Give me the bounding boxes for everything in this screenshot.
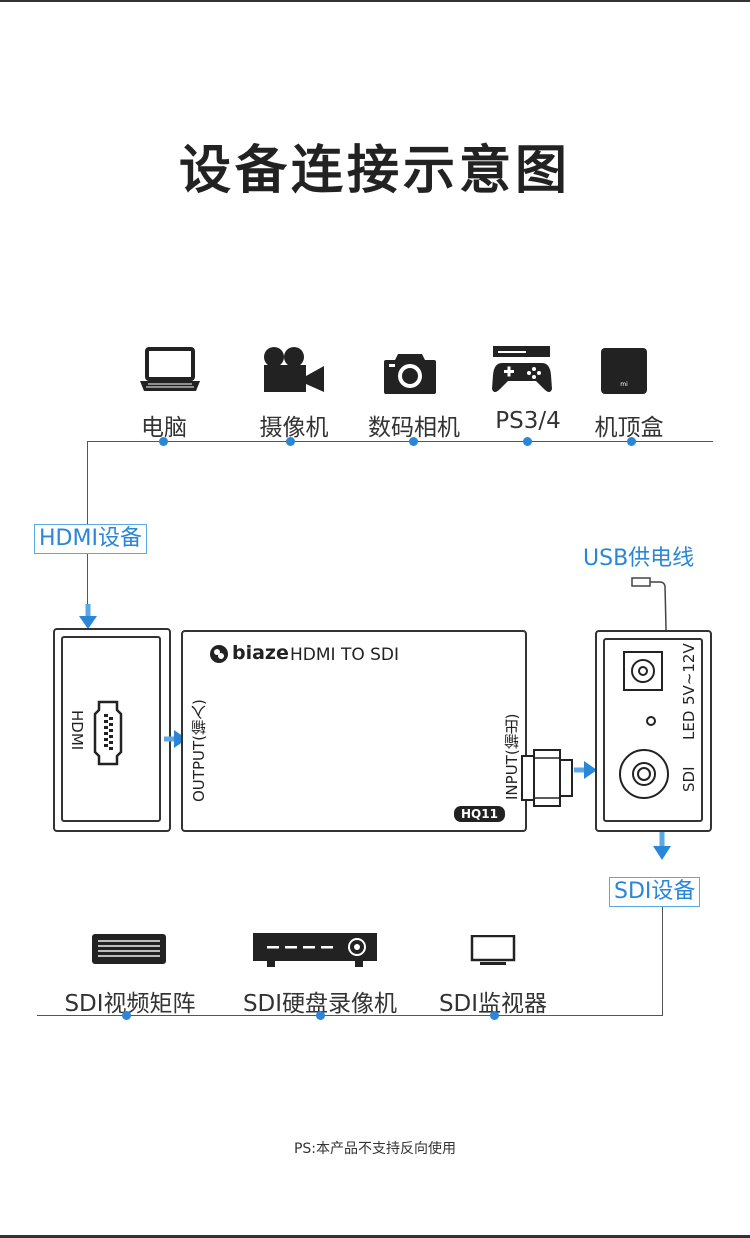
destination-bus-line — [37, 1015, 663, 1016]
bottom-border — [0, 1235, 750, 1238]
led-label: LED — [680, 710, 698, 740]
destination-dot — [490, 1011, 499, 1020]
destination-dot — [316, 1011, 325, 1020]
set-top-box-icon: mi — [601, 348, 647, 394]
arrow-down-icon — [653, 832, 671, 860]
brand-name: biaze — [232, 642, 289, 664]
source-dot — [409, 437, 418, 446]
source-label-stb: 机顶盒 — [594, 415, 664, 441]
usage-note: PS:本产品不支持反向使用 — [293, 1141, 457, 1157]
video-matrix-icon — [92, 934, 166, 964]
source-dot — [286, 437, 295, 446]
usb-power-label: USB供电线 — [583, 546, 695, 571]
hdmi-port-icon — [93, 700, 123, 766]
hdmi-device-tag: HDMI设备 — [34, 524, 147, 554]
biaze-logo-icon — [210, 645, 228, 663]
source-dot — [523, 437, 532, 446]
led-indicator-icon — [646, 716, 656, 726]
source-dot — [159, 437, 168, 446]
source-label-camcorder: 摄像机 — [259, 415, 329, 441]
camera-icon — [384, 354, 436, 394]
hdmi-port-label: HDMI — [68, 710, 86, 751]
input-label: INPUT(输出) — [503, 713, 521, 800]
laptop-icon — [140, 347, 200, 391]
output-label: OUTPUT(输入) — [190, 699, 208, 802]
usb-cable-icon — [631, 577, 667, 636]
arrow-right-icon — [164, 730, 187, 748]
monitor-icon — [470, 935, 516, 965]
page-title: 设备连接示意图 — [178, 141, 571, 201]
sdi-label: SDI — [680, 766, 698, 793]
source-dot — [627, 437, 636, 446]
dc-power-jack-icon — [623, 651, 663, 691]
gamepad-icon — [492, 346, 552, 392]
voltage-label: 5V~12V — [680, 643, 698, 705]
sdi-drop-line — [662, 907, 663, 1016]
converter-body — [181, 630, 527, 832]
source-bus-line — [87, 441, 713, 442]
video-camera-icon — [264, 347, 324, 392]
arrow-right-icon — [574, 761, 597, 779]
source-label-digital-camera: 数码相机 — [368, 415, 460, 441]
svg-text:mi: mi — [620, 381, 628, 388]
arrow-down-icon — [79, 604, 97, 629]
destination-dot — [122, 1011, 131, 1020]
sdi-device-tag: SDI设备 — [609, 877, 701, 907]
source-label-ps: PS3/4 — [495, 408, 561, 434]
model-badge: HQ11 — [454, 806, 505, 822]
dvr-icon — [253, 933, 377, 967]
sdi-bnc-port-icon — [619, 749, 669, 799]
source-label-pc: 电脑 — [141, 415, 187, 441]
bnc-connector-icon — [521, 749, 573, 807]
model-name: HDMI TO SDI — [290, 645, 400, 665]
top-border — [0, 0, 750, 2]
